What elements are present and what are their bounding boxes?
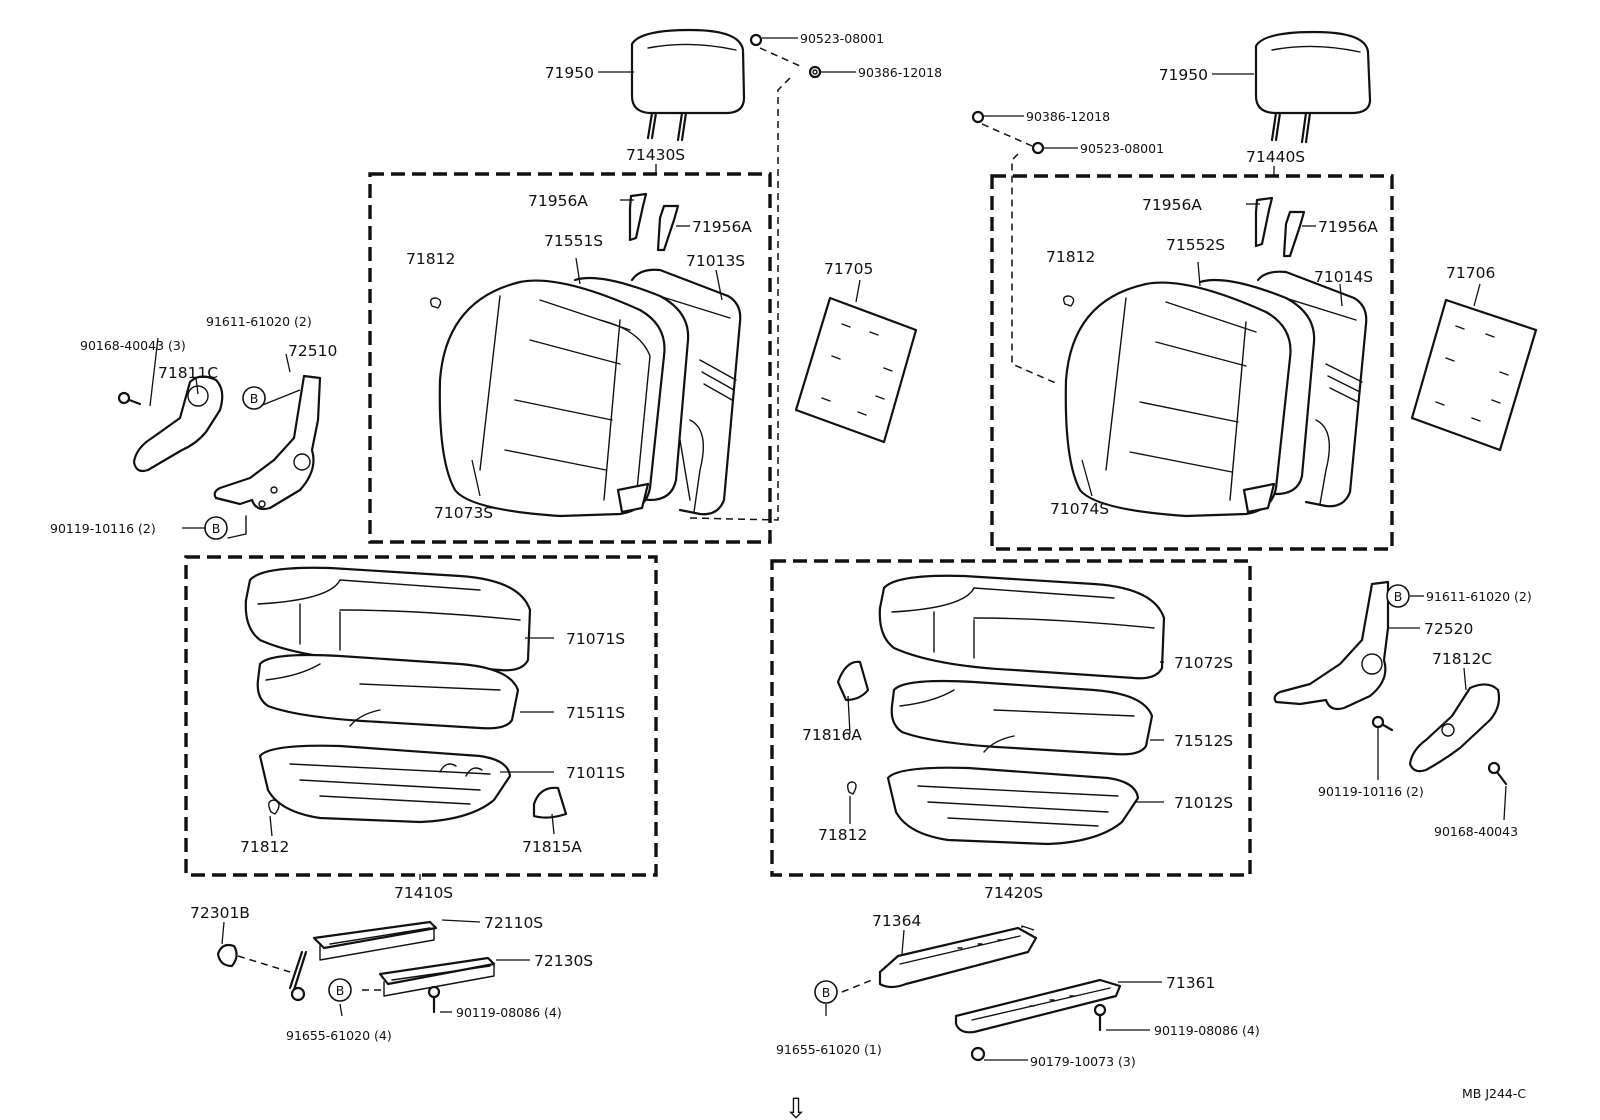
- label-nut-90386-right: 90386-12018: [1026, 109, 1110, 124]
- label-support-left-a: 71956A: [528, 192, 588, 210]
- label-back-assy-right: 71440S: [1246, 148, 1305, 166]
- label-clip-90523-top: 90523-08001: [800, 31, 884, 46]
- label-board-left: 71705: [824, 260, 873, 278]
- catalog-code: MB J244-C: [1462, 1086, 1526, 1101]
- leader-lines: [149, 37, 1507, 1061]
- headrest-left-drawing: [630, 28, 746, 142]
- label-cushion-assy-right: 71420S: [984, 884, 1043, 902]
- label-cushion-assy-left: 71410S: [394, 884, 453, 902]
- label-bolt-90119-08086-right: 90119-08086 (4): [1154, 1023, 1260, 1038]
- label-bolt-90119-right: 90119-10116 (2): [1318, 784, 1424, 799]
- label-screw-91611-right: 91611-61020 (2): [1426, 589, 1532, 604]
- label-cover-71812c: 71812C: [1432, 650, 1492, 668]
- label-bolt-90168-right: 90168-40043: [1434, 824, 1518, 839]
- label-pad-cushion-right: 71512S: [1174, 732, 1233, 750]
- label-pad-back-left: 71551S: [544, 232, 603, 250]
- down-arrow-icon: ⇩: [784, 1092, 807, 1120]
- label-hog-ring-cushion-left: 71812: [240, 838, 289, 856]
- label-frame-cushion-left: 71011S: [566, 764, 625, 782]
- label-cover-back-right: 71074S: [1050, 500, 1109, 518]
- label-cover-71816a: 71816A: [802, 726, 862, 744]
- hinge-right-drawing: [1273, 580, 1508, 786]
- assy-ticks: [419, 164, 1275, 880]
- label-knob-72301b: 72301B: [190, 904, 250, 922]
- label-cover-71811c: 71811C: [158, 364, 218, 382]
- callout-b-legs: B: [814, 980, 838, 1004]
- label-cover-71815a: 71815A: [522, 838, 582, 856]
- label-cover-back-left: 71073S: [434, 504, 493, 522]
- cushion-left-drawing: [244, 566, 568, 824]
- callout-b-left-lower: B: [204, 516, 228, 540]
- label-board-right: 71706: [1446, 264, 1495, 282]
- label-adjuster-72130s: 72130S: [534, 952, 593, 970]
- label-back-assy-left: 71430S: [626, 146, 685, 164]
- label-frame-back-left: 71013S: [686, 252, 745, 270]
- svg-text:B: B: [250, 391, 259, 406]
- label-frame-back-right: 71014S: [1314, 268, 1373, 286]
- callout-b-right-hinge: B: [1386, 584, 1410, 608]
- label-hinge-72520: 72520: [1424, 620, 1473, 638]
- group-box-cushion-right: [770, 559, 1252, 877]
- label-headrest-left: 71950: [545, 64, 594, 82]
- support-clips-drawing: [628, 192, 1306, 258]
- label-pad-cushion-left: 71511S: [566, 704, 625, 722]
- label-leg-71364: 71364: [872, 912, 921, 930]
- label-support-right-a: 71956A: [1142, 196, 1202, 214]
- group-box-back-left: [368, 172, 772, 544]
- label-nut-90179: 90179-10073 (3): [1030, 1054, 1136, 1069]
- label-hog-ring-back-left: 71812: [406, 250, 455, 268]
- label-screw-91655-right: 91655-61020 (1): [776, 1042, 882, 1057]
- label-clip-90523-right: 90523-08001: [1080, 141, 1164, 156]
- board-71706-drawing: [1410, 298, 1538, 452]
- callout-b-left-upper: B: [242, 386, 266, 410]
- svg-text:B: B: [822, 985, 831, 1000]
- label-bolt-90119-left: 90119-10116 (2): [50, 521, 156, 536]
- group-box-back-right: [990, 174, 1394, 551]
- hinge-left-drawing: [117, 374, 322, 539]
- svg-text:B: B: [1394, 589, 1403, 604]
- headrest-right-drawing: [1254, 30, 1372, 144]
- seat-back-left-drawing: [438, 268, 742, 518]
- label-support-left-b: 71956A: [692, 218, 752, 236]
- board-71705-drawing: [794, 296, 918, 444]
- label-hog-ring-cushion-right: 71812: [818, 826, 867, 844]
- label-leg-71361: 71361: [1166, 974, 1215, 992]
- label-adjuster-72110s: 72110S: [484, 914, 543, 932]
- part-labels: 71950 90523-08001 90386-12018 71950 9038…: [50, 31, 1532, 1101]
- label-nut-90386-top: 90386-12018: [858, 65, 942, 80]
- clip-nut-top-drawing: [689, 33, 1059, 521]
- label-support-right-b: 71956A: [1318, 218, 1378, 236]
- label-bolt-90119-08086-left: 90119-08086 (4): [456, 1005, 562, 1020]
- group-box-cushion-left: [184, 555, 658, 877]
- adjusters-left-drawing: [216, 920, 496, 1014]
- svg-text:B: B: [212, 521, 221, 536]
- label-hinge-72510: 72510: [288, 342, 337, 360]
- label-cover-cushion-right: 71072S: [1174, 654, 1233, 672]
- svg-text:B: B: [336, 983, 345, 998]
- seat-back-right-drawing: [1064, 270, 1368, 518]
- label-bolt-90168-left: 90168-40043 (3): [80, 338, 186, 353]
- cushion-right-drawing: [836, 574, 1166, 846]
- label-pad-back-right: 71552S: [1166, 236, 1225, 254]
- label-hog-ring-back-right: 71812: [1046, 248, 1095, 266]
- label-frame-cushion-right: 71012S: [1174, 794, 1233, 812]
- label-headrest-right: 71950: [1159, 66, 1208, 84]
- legs-right-drawing: [841, 926, 1122, 1062]
- label-cover-cushion-left: 71071S: [566, 630, 625, 648]
- callout-b-adjuster: B: [328, 978, 352, 1002]
- label-screw-91655-left: 91655-61020 (4): [286, 1028, 392, 1043]
- label-screw-91611-left: 91611-61020 (2): [206, 314, 312, 329]
